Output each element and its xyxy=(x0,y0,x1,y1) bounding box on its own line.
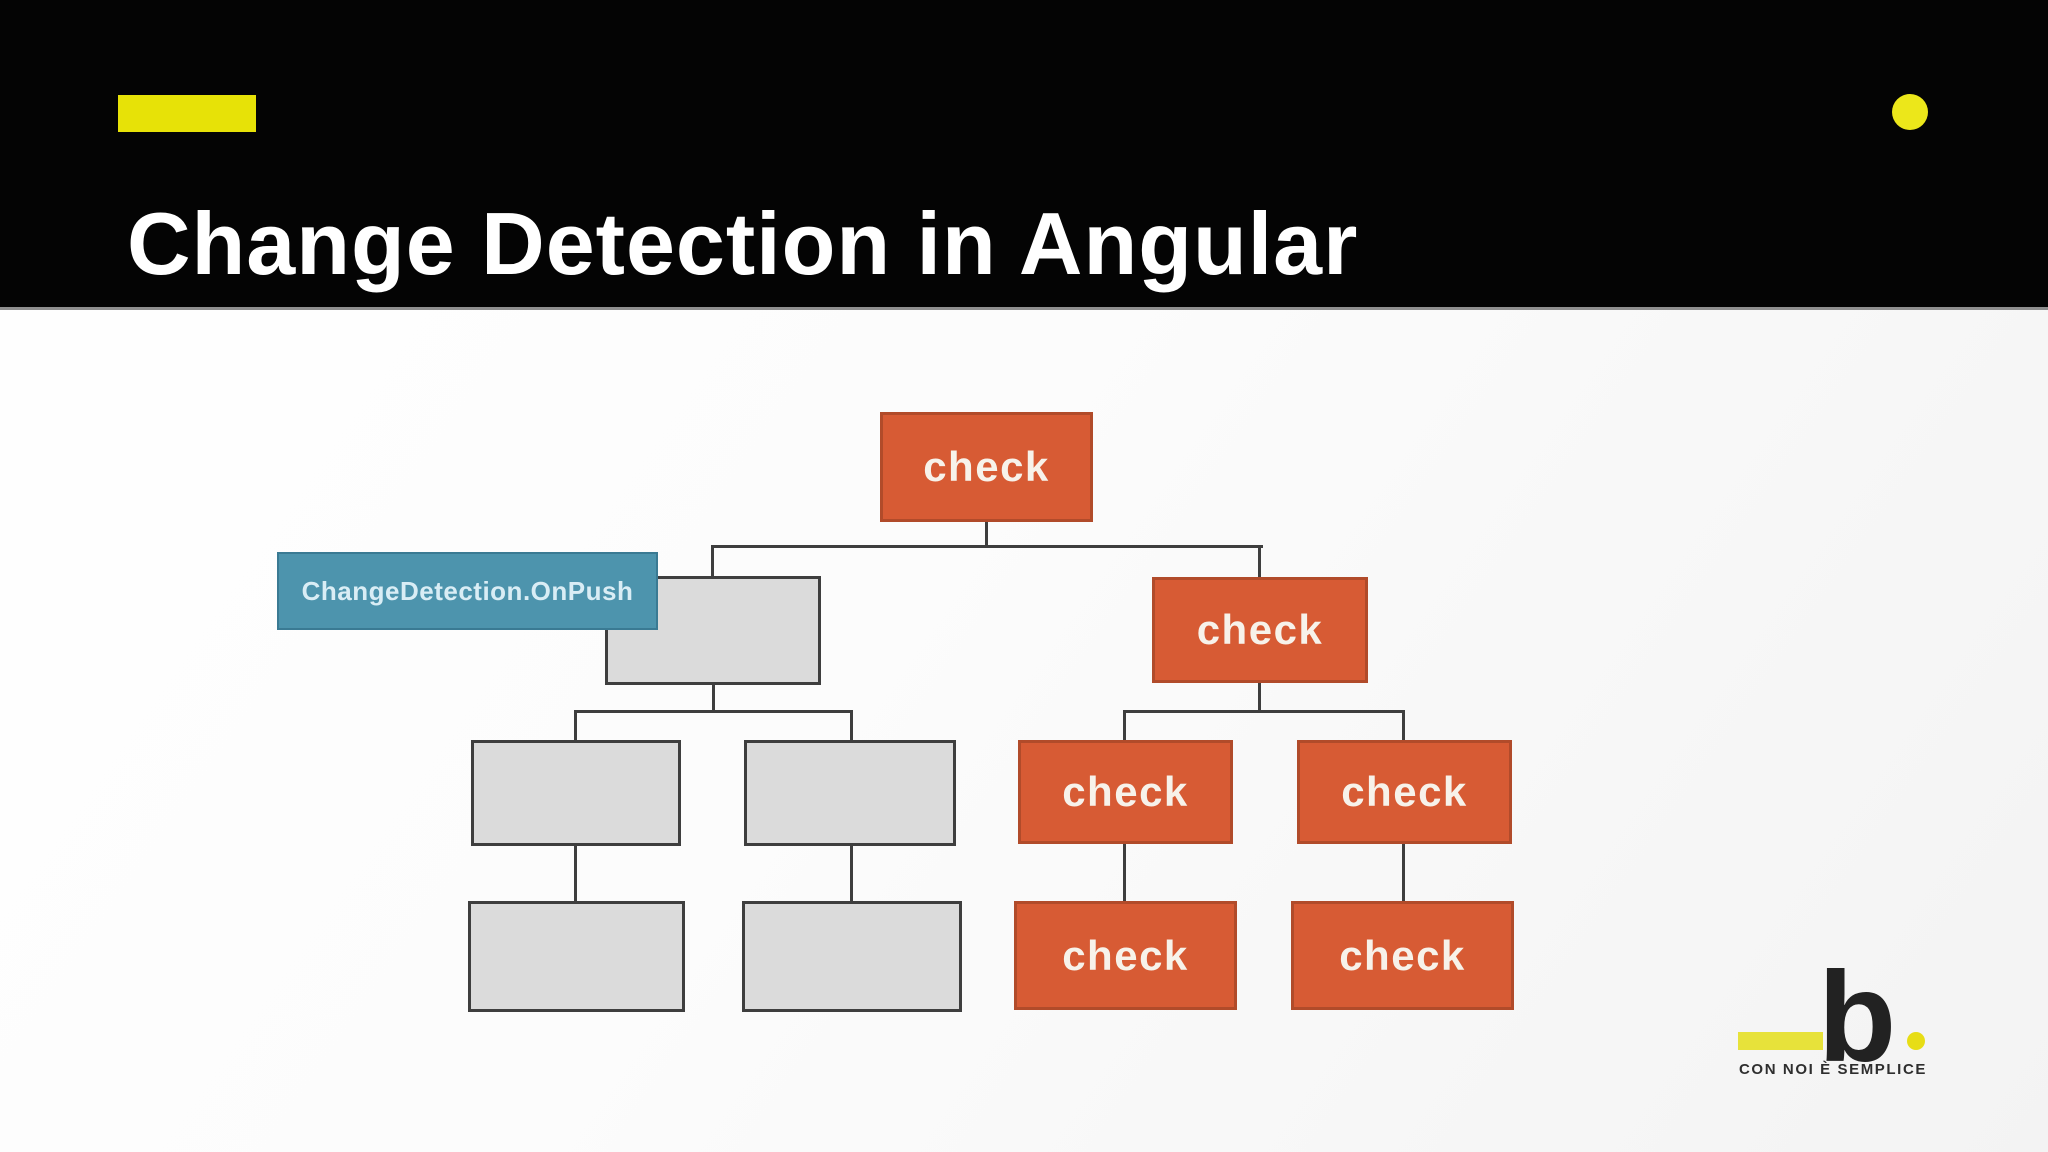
accent-dot-icon xyxy=(1892,94,1928,130)
tree-node-l4-3: check xyxy=(1014,901,1237,1010)
tree-node-l3-2 xyxy=(744,740,956,846)
logo-bar xyxy=(1738,1032,1823,1050)
connector-line xyxy=(574,846,577,903)
onpush-label-text: ChangeDetection.OnPush xyxy=(301,575,634,606)
tree-node-l3-4: check xyxy=(1297,740,1512,844)
connector-line xyxy=(1258,683,1261,713)
brand-logo: b CON NOI È SEMPLICE xyxy=(1738,954,1938,1090)
connector-line xyxy=(1123,710,1405,713)
tree-node-l4-4: check xyxy=(1291,901,1514,1010)
slide-title: Change Detection in Angular xyxy=(127,194,1359,293)
logo-letter: b xyxy=(1818,946,1897,1089)
accent-bar xyxy=(118,95,256,132)
connector-line xyxy=(574,710,853,713)
connector-line xyxy=(574,710,577,742)
connector-line xyxy=(1402,844,1405,903)
tree-node-l4-1 xyxy=(468,901,685,1012)
connector-line xyxy=(1123,844,1126,903)
tree-node-l4-2 xyxy=(742,901,962,1012)
connector-line xyxy=(712,685,715,713)
tree-node-l3-1 xyxy=(471,740,681,846)
connector-line xyxy=(1258,545,1261,579)
connector-line xyxy=(1123,710,1126,742)
header: Change Detection in Angular xyxy=(0,0,2048,310)
tree-node-l2-right: check xyxy=(1152,577,1368,683)
connector-line xyxy=(711,545,1263,548)
tree-node-root: check xyxy=(880,412,1093,522)
connector-line xyxy=(711,545,714,578)
connector-line xyxy=(850,710,853,742)
logo-dot-icon xyxy=(1907,1032,1925,1050)
connector-line xyxy=(850,846,853,903)
logo-caption: CON NOI È SEMPLICE xyxy=(1739,1061,1927,1078)
connector-line xyxy=(1402,710,1405,742)
connector-line xyxy=(985,522,988,548)
tree-node-l3-3: check xyxy=(1018,740,1233,844)
onpush-label: ChangeDetection.OnPush xyxy=(277,552,658,630)
